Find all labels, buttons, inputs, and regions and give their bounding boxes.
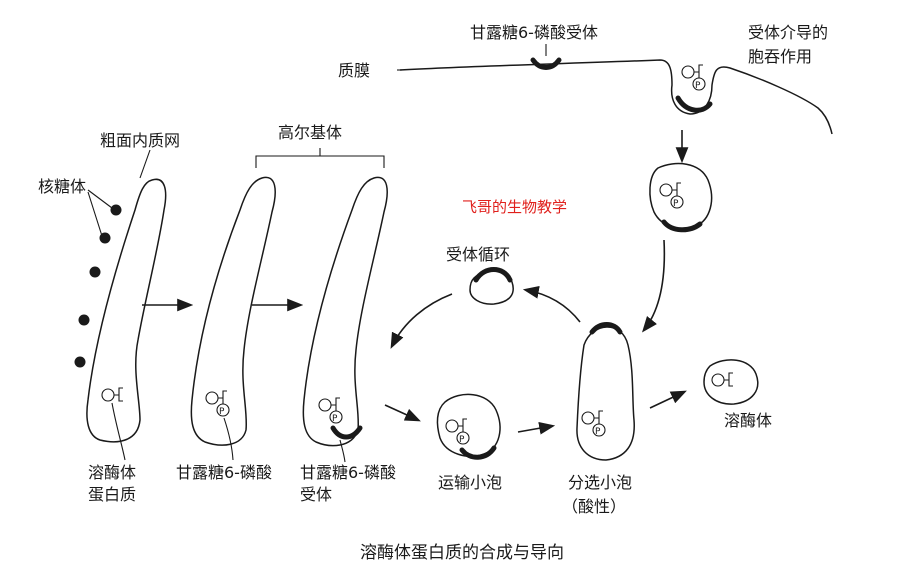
sorting-vesicle: P [576,322,635,461]
endocytic-vesicle: P [649,162,713,233]
flow-arrow [390,293,453,349]
receptor-endocytosis-label-1: 受体介导的 [748,23,828,42]
golgi-label: 高尔基体 [278,123,342,142]
phosphate-label: P [219,407,225,417]
m6p-receptor-label-2: 受体 [300,485,332,504]
receptor-endocytosis-label-2: 胞吞作用 [748,47,812,66]
lysosome [703,359,759,405]
rough-er-label: 粗面内质网 [100,131,180,150]
m6p-receptor-mark [459,445,497,460]
ribosome-dot [89,266,101,278]
ribosome-dot [110,204,122,216]
m6p-receptor-mark [473,267,513,283]
flow-arrow [517,421,556,435]
flow-arrow [649,390,687,409]
rough-er [74,178,167,443]
watermark: 飞哥的生物教学 [462,198,567,216]
leader-line [223,417,234,461]
enzyme-m6p-symbol [445,418,470,445]
sorting-vesicle-label-2: （酸性） [562,497,626,516]
leader-line [139,149,151,179]
flow-arrow [522,285,581,323]
enzyme-m6p-symbol [659,182,684,209]
phosphate-label: P [595,427,601,437]
leader-line [87,189,113,237]
m6p-label: 甘露糖6-磷酸 [176,463,272,482]
enzyme-m6p-symbol [681,64,706,91]
enzyme-protein-symbol [711,372,734,387]
flow-arrow [384,404,421,422]
ribosome-dot [78,314,90,326]
enzyme-m6p-symbol [205,390,230,417]
m6p-receptor-mark [330,425,363,440]
phosphate-label: P [332,414,338,424]
phosphate-label: P [695,81,701,91]
recycling-vesicle [469,267,514,305]
figure-caption: 溶酶体蛋白质的合成与导向 [360,543,564,563]
enzyme-protein-label-2: 蛋白质 [88,485,136,504]
plasma-membrane-label: 质膜 [338,61,370,80]
enzyme-m6p-symbol [581,410,606,437]
m6p-receptor-mark [661,219,703,233]
golgi-cisterna-2: P [302,176,388,447]
m6p-receptor-top-label: 甘露糖6-磷酸受体 [470,23,598,42]
enzyme-protein-symbol [101,387,124,402]
transport-vesicle: P [436,393,501,460]
m6p-receptor-label-1: 甘露糖6-磷酸 [300,463,396,482]
lysosome-label: 溶酶体 [724,411,772,430]
phosphate-label: P [459,435,465,445]
phosphate-label: P [673,199,679,209]
m6p-receptor-mark [530,57,562,70]
enzyme-protein-label-1: 溶酶体 [88,463,136,482]
sorting-vesicle-label-1: 分选小泡 [568,473,632,492]
plasma-membrane: P [399,57,833,135]
enzyme-m6p-symbol [318,397,343,424]
ribosome-label: 核糖体 [38,177,86,196]
m6p-receptor-mark [675,95,713,113]
m6p-receptor-mark [589,322,623,335]
golgi-bracket [255,148,385,168]
transport-vesicle-label: 运输小泡 [438,473,502,492]
receptor-recycling-label: 受体循环 [446,245,510,264]
leader-line [111,402,126,461]
leader-line [339,439,346,463]
flow-arrow [642,239,666,333]
golgi-cisterna-1: P [190,176,276,446]
ribosome-dot [74,356,86,368]
